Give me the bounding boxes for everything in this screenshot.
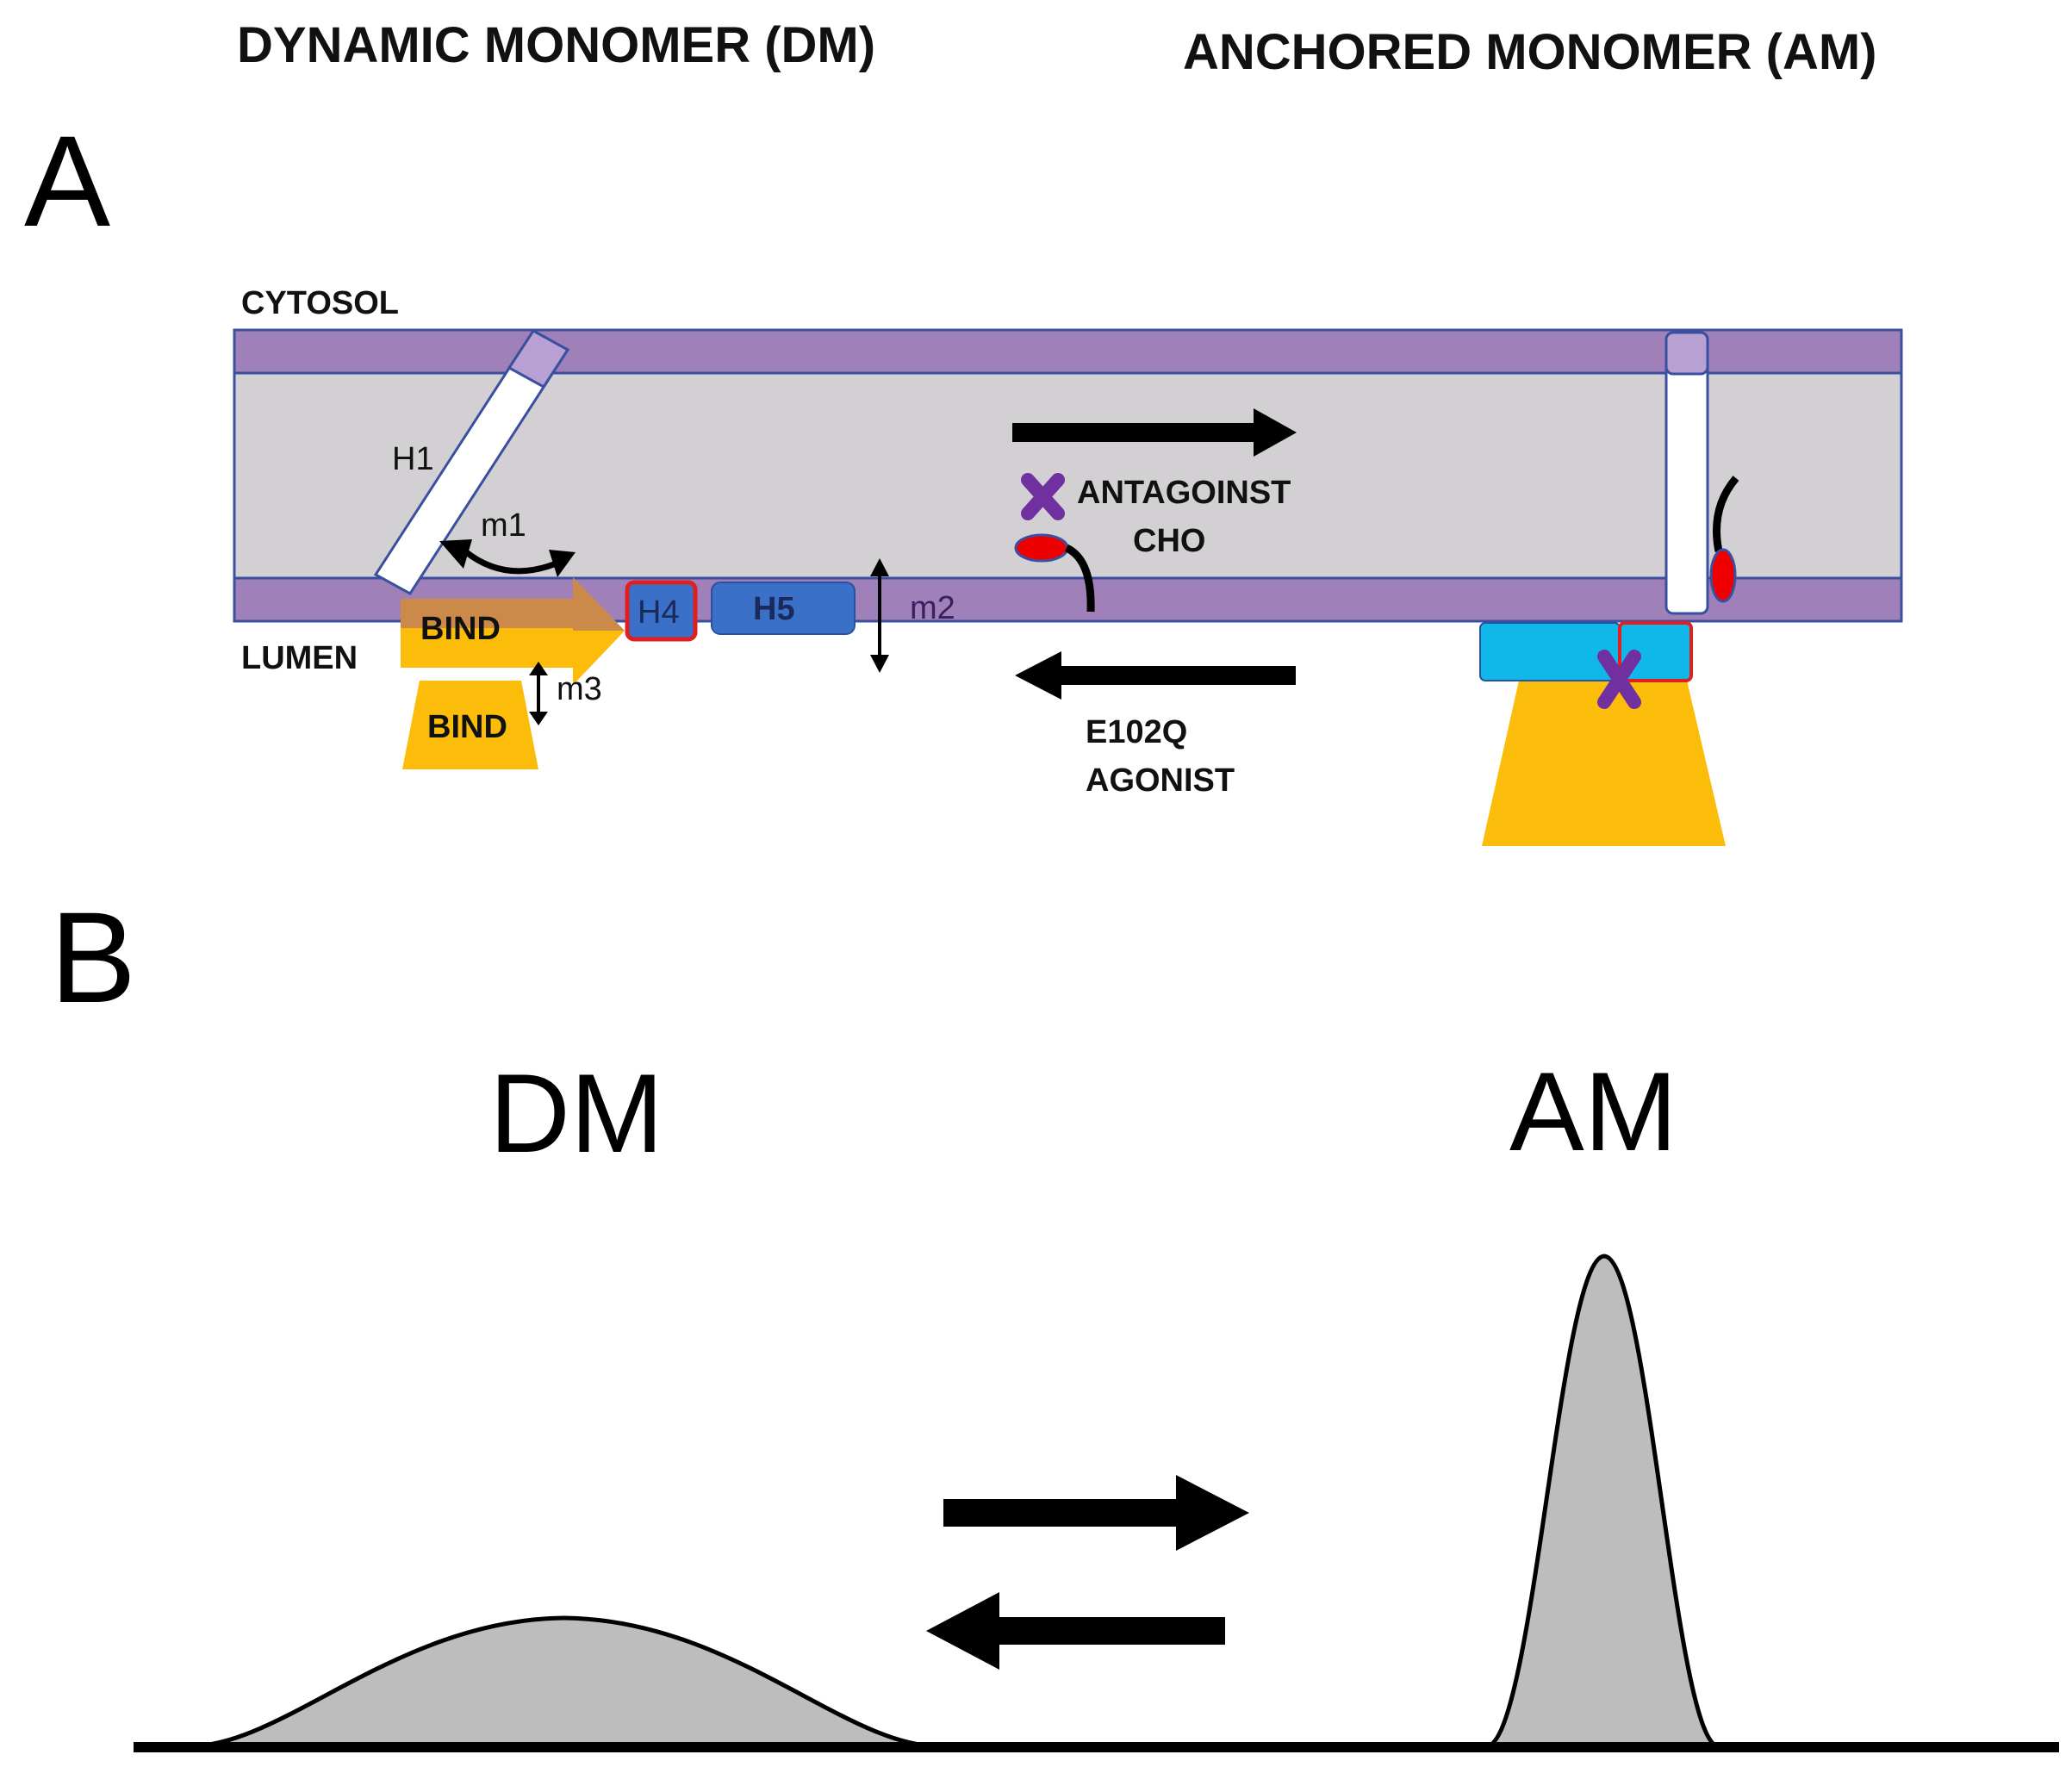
panel-b-letter: B <box>50 885 136 1030</box>
lumen-label: LUMEN <box>241 640 358 676</box>
helix-h4 <box>625 580 698 642</box>
panel-a-letter: A <box>24 109 110 253</box>
anchored-h4 <box>1618 621 1693 682</box>
helix-h1 <box>373 329 570 595</box>
m1-rotation-arrow <box>463 549 566 575</box>
anchored-helix-cap <box>1664 331 1709 376</box>
agonist-label: AGONIST <box>1086 762 1235 799</box>
m2-label: m2 <box>910 590 955 626</box>
dm-state-label: DM <box>489 1050 663 1176</box>
anchored-cholesterol-tail <box>1713 476 1739 552</box>
cho-label: CHO <box>1133 523 1205 559</box>
equilibrium-backward-arrow <box>926 1592 1225 1670</box>
header-dynamic-monomer: DYNAMIC MONOMER (DM) <box>237 17 875 73</box>
anchored-h5 <box>1479 622 1621 681</box>
dm-distribution <box>189 1615 940 1749</box>
forward-arrowhead <box>1254 408 1297 457</box>
m3-label: m3 <box>557 671 602 707</box>
cholesterol-tail <box>1064 544 1095 613</box>
membrane-leaflet-top <box>233 328 1903 375</box>
helix-h5-label: H5 <box>753 591 795 627</box>
m3-double-arrow <box>529 662 548 725</box>
anchored-cholesterol-icon <box>1709 548 1737 603</box>
purple-x-icon <box>1021 473 1065 520</box>
am-state-label: AM <box>1509 1048 1677 1174</box>
equilibrium-forward-arrow <box>943 1475 1249 1551</box>
backward-arrow <box>1015 651 1296 700</box>
anchored-purple-x-icon <box>1597 650 1641 709</box>
antagonist-label: ANTAGOINST <box>1077 475 1291 511</box>
cytosol-label: CYTOSOL <box>241 285 399 321</box>
forward-arrow <box>1012 408 1297 457</box>
m2-double-arrow <box>870 558 889 673</box>
anchored-bind-block <box>1482 681 1726 846</box>
header-anchored-monomer: ANCHORED MONOMER (AM) <box>1183 24 1877 80</box>
bind-arrow-label: BIND <box>420 611 501 647</box>
bind-arrow <box>401 577 625 685</box>
m1-arrowhead-right <box>549 550 576 577</box>
anchored-helix <box>1664 331 1709 615</box>
helix-h1-cap <box>507 329 570 389</box>
e102q-label: E102Q <box>1086 714 1187 750</box>
m1-arrowhead-left <box>439 539 472 569</box>
bind-block <box>402 681 538 769</box>
helix-h1-label: H1 <box>392 441 434 477</box>
red-oval-icon <box>1014 533 1069 563</box>
backward-arrowhead <box>1015 651 1061 700</box>
helix-h5 <box>711 582 856 635</box>
bind-block-label: BIND <box>427 709 507 745</box>
am-distribution <box>1485 1254 1720 1749</box>
helix-h4-label: H4 <box>638 594 680 631</box>
m1-label: m1 <box>481 507 526 544</box>
